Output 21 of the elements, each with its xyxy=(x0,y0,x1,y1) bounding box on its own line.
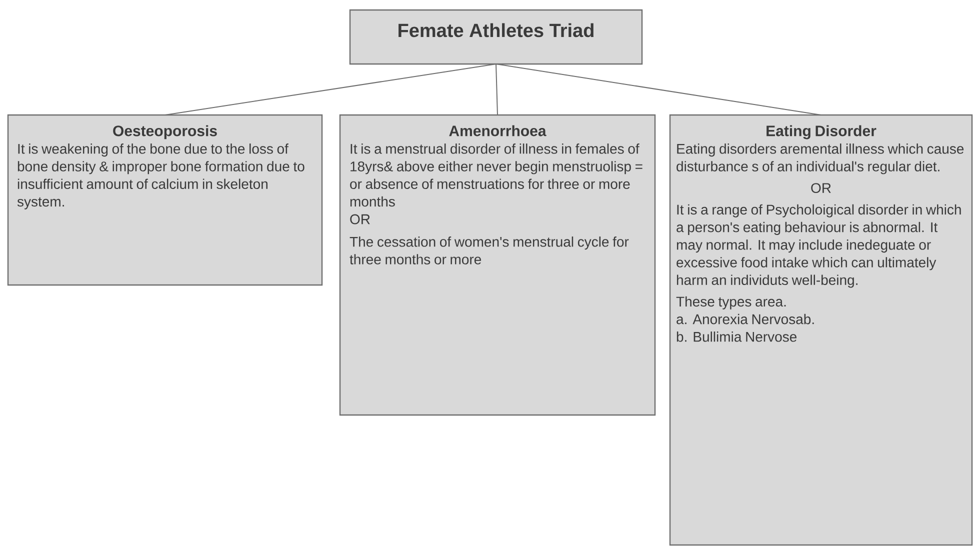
title-text: Femate Athletes Triad xyxy=(398,23,594,38)
process-box xyxy=(339,114,656,416)
body-text: a. Anorexia Nervosab. xyxy=(676,314,814,324)
process-box xyxy=(669,114,973,546)
connector-line xyxy=(496,64,498,116)
body-text: These types area. xyxy=(676,296,786,310)
box-heading: Amenorrhoea xyxy=(449,125,546,136)
body-text: Eating disorders aremental illness which cause disturbance s of an individual's regular diet. xyxy=(676,144,964,174)
box-heading: Eating Disorder xyxy=(766,125,876,140)
box-heading: Oesteoporosis xyxy=(113,125,217,140)
body-text: It is a range of Psycholoigical disorder in which a person's eating behaviour is abnormal. It may normal. It may include inedeguate or excessive food intake which can ultimately harm an individuts well-being. xyxy=(676,204,961,288)
connector-line xyxy=(164,64,496,116)
body-text: It is weakening of the bone due to the loss of bone density & improper bone formation due to insufficient amount of calcium in skeleton system. xyxy=(17,144,304,210)
body-text: OR xyxy=(350,214,370,224)
connector-line xyxy=(496,64,822,116)
process-box xyxy=(349,9,643,65)
body-text: The cessation of women's menstrual cycle for three months or more xyxy=(350,236,629,264)
process-box xyxy=(7,114,323,286)
body-text: It is a menstrual disorder of illness in females of 18yrs& above either never begin menstruolisp = or absence of menstruations for three or more months xyxy=(350,144,642,207)
body-text: OR xyxy=(811,183,831,193)
body-text: b. Bullimia Nervose xyxy=(676,332,797,342)
